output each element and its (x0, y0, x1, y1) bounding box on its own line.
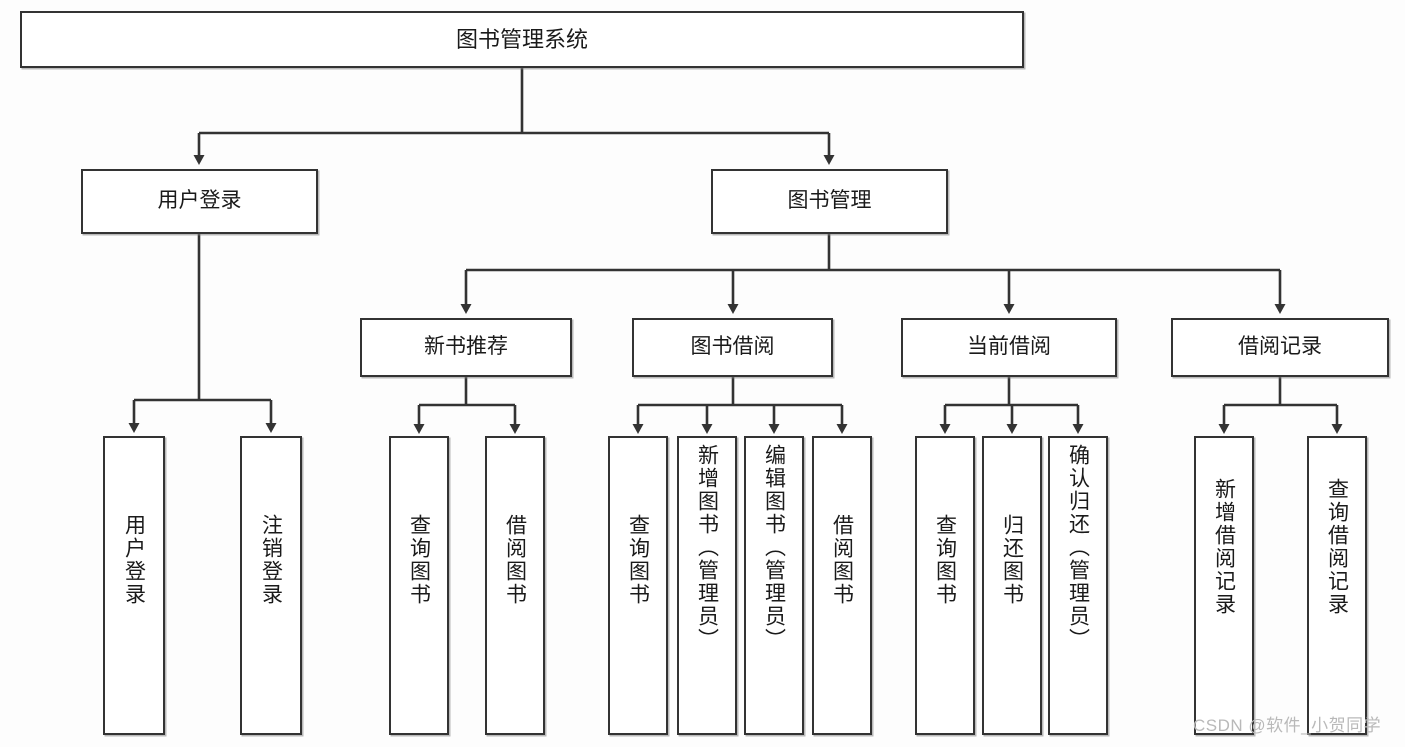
node-current-borrow-label: 当前借阅 (967, 335, 1051, 359)
node-leaf-query-book-3[interactable]: 查询图书 (915, 436, 975, 735)
node-root[interactable]: 图书管理系统 (20, 11, 1024, 68)
node-borrow-record[interactable]: 借阅记录 (1171, 318, 1389, 377)
node-leaf-user-login[interactable]: 用户登录 (103, 436, 165, 735)
node-leaf-return-book-label: 归还图书 (1000, 514, 1024, 606)
node-user-login[interactable]: 用户登录 (81, 169, 318, 234)
node-borrow-record-label: 借阅记录 (1238, 335, 1322, 359)
node-leaf-borrow-book-2[interactable]: 借阅图书 (812, 436, 872, 735)
node-leaf-user-login-label: 用户登录 (122, 514, 146, 606)
node-leaf-query-book-2-label: 查询图书 (626, 514, 650, 606)
node-new-book-recommend-label: 新书推荐 (424, 335, 508, 359)
node-user-login-label: 用户登录 (157, 189, 242, 213)
node-book-manage[interactable]: 图书管理 (711, 169, 948, 234)
node-leaf-query-record-label: 查询借阅记录 (1325, 478, 1349, 616)
node-leaf-edit-book-label: 编辑图书（管理员） (762, 444, 786, 651)
node-leaf-query-book-1-label: 查询图书 (407, 514, 431, 606)
node-leaf-add-record-label: 新增借阅记录 (1212, 478, 1236, 616)
node-root-label: 图书管理系统 (455, 26, 588, 52)
node-leaf-add-book-label: 新增图书（管理员） (695, 444, 719, 651)
node-leaf-confirm-return-label: 确认归还（管理员） (1066, 444, 1090, 651)
node-leaf-confirm-return[interactable]: 确认归还（管理员） (1048, 436, 1108, 735)
node-leaf-borrow-book-1-label: 借阅图书 (503, 514, 527, 606)
node-new-book-recommend[interactable]: 新书推荐 (360, 318, 572, 377)
node-leaf-query-book-3-label: 查询图书 (933, 514, 957, 606)
node-leaf-add-record[interactable]: 新增借阅记录 (1194, 436, 1254, 735)
node-book-manage-label: 图书管理 (787, 189, 872, 213)
node-leaf-logout-label: 注销登录 (259, 514, 283, 606)
node-leaf-return-book[interactable]: 归还图书 (982, 436, 1042, 735)
node-book-borrow[interactable]: 图书借阅 (632, 318, 833, 377)
node-current-borrow[interactable]: 当前借阅 (901, 318, 1117, 377)
node-leaf-borrow-book-1[interactable]: 借阅图书 (485, 436, 545, 735)
node-leaf-edit-book[interactable]: 编辑图书（管理员） (744, 436, 804, 735)
node-leaf-query-book-1[interactable]: 查询图书 (389, 436, 449, 735)
node-leaf-logout[interactable]: 注销登录 (240, 436, 302, 735)
node-leaf-query-record[interactable]: 查询借阅记录 (1307, 436, 1367, 735)
node-leaf-add-book[interactable]: 新增图书（管理员） (677, 436, 737, 735)
node-leaf-borrow-book-2-label: 借阅图书 (830, 514, 854, 606)
node-book-borrow-label: 图书借阅 (690, 335, 775, 359)
node-leaf-query-book-2[interactable]: 查询图书 (608, 436, 668, 735)
